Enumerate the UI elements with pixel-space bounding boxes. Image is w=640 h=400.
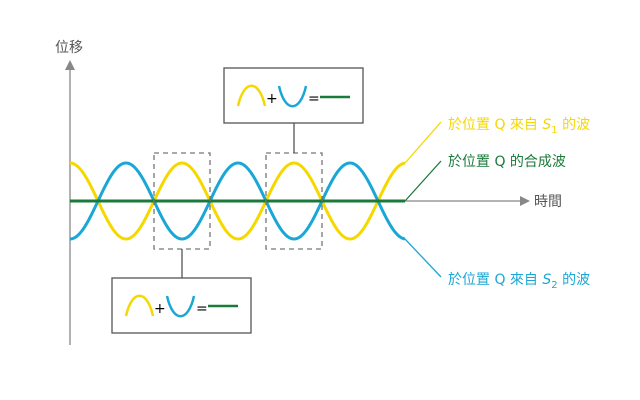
- equals-sign: =: [196, 301, 208, 317]
- resultant-wave-label: 於位置 Q 的合成波: [448, 154, 566, 170]
- equation-box-top: + =: [223, 67, 364, 124]
- s1-leader-line: [404, 121, 442, 164]
- s1-wave: [69, 161, 406, 241]
- trough-symbol: [165, 295, 196, 318]
- equals-sign: =: [308, 91, 320, 107]
- plus-sign: +: [154, 301, 166, 317]
- s2-leader-line: [404, 238, 442, 278]
- equation-box-bottom: + =: [111, 277, 252, 334]
- y-axis-label: 位移: [55, 40, 83, 56]
- trough-symbol: [277, 85, 308, 108]
- x-axis-label: 時間: [534, 194, 562, 210]
- crest-symbol: [236, 84, 267, 107]
- s2-wave: [69, 161, 406, 241]
- crest-symbol: [124, 294, 155, 317]
- s2-wave-label: 於位置 Q 來自 S2 的波: [448, 272, 590, 291]
- resultant-leader-line: [404, 160, 442, 202]
- s1-wave-label: 於位置 Q 來自 S1 的波: [448, 117, 590, 136]
- plus-sign: +: [266, 91, 278, 107]
